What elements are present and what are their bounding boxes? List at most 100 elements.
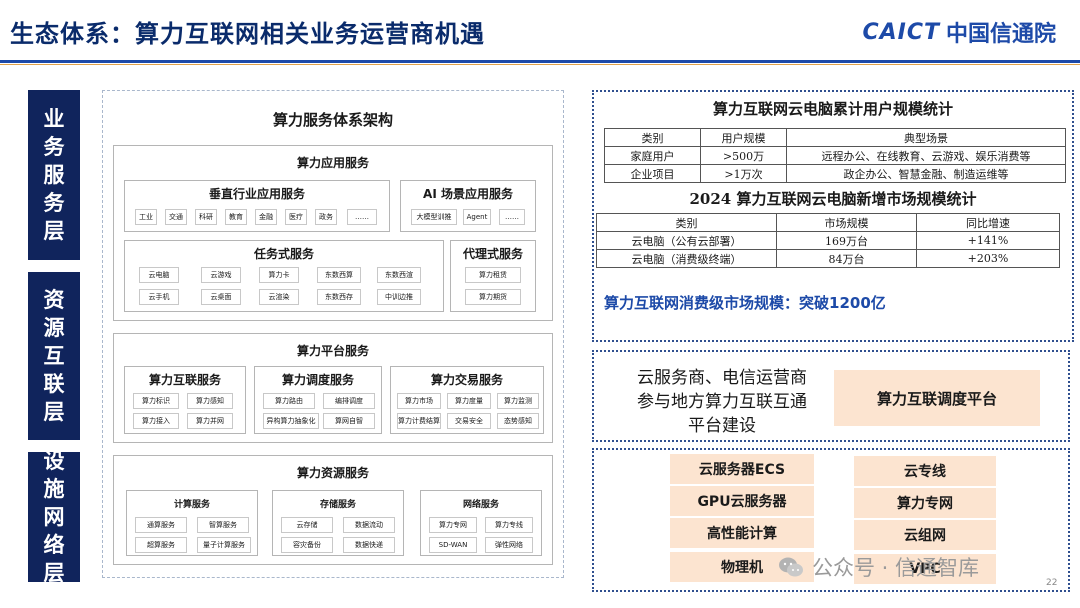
chip-trade: 交易安全 [447, 413, 491, 429]
schedule-service-box: 算力调度服务 算力路由 编排调度 异构算力抽象化 算网自智 [254, 366, 382, 434]
platform-panel [592, 350, 1070, 442]
logo-cn: 中国信通院 [945, 22, 1056, 47]
chip-task: 云桌面 [201, 289, 241, 305]
chip-vertical: 政务 [315, 209, 337, 225]
platform-services-title: 算力平台服务 [296, 344, 369, 358]
platform-text: 云服务商、电信运营商 参与地方算力互联互通 平台建设 [604, 366, 840, 438]
table-cell: +141% [916, 231, 1060, 250]
page-title: 生态体系：算力互联网相关业务运营商机遇 [10, 20, 485, 48]
header-divider [0, 60, 1080, 63]
chip-ai: 大模型训推 [411, 209, 457, 225]
table-cell: 企业项目 [604, 164, 701, 183]
trade-service-title: 算力交易服务 [430, 373, 503, 387]
table-header: 典型场景 [786, 128, 1066, 147]
table-header: 同比增速 [916, 213, 1060, 232]
architecture-title: 算力服务体系架构 [272, 111, 393, 129]
chip-vertical: 工业 [135, 209, 157, 225]
platform-text-line: 参与地方算力互联互通 [637, 392, 807, 412]
platform-text-line: 平台建设 [688, 416, 756, 436]
network-service-box: 网络服务 算力专网 算力专线 SD-WAN 弹性网络 [420, 490, 542, 556]
table-row: 云电脑（公有云部署） 169万台 +141% [596, 231, 1060, 250]
chip-network: 算力专网 [429, 517, 477, 533]
chip-task: 东数西存 [317, 289, 361, 305]
product-box: GPU云服务器 [670, 486, 814, 516]
table-header-row: 类别 市场规模 同比增速 [596, 213, 1060, 232]
chip-compute: 量子计算服务 [197, 537, 251, 553]
layer-business: 业务服务层 [28, 90, 80, 260]
chip-storage: 数据流动 [343, 517, 395, 533]
interconnect-service-title: 算力互联服务 [148, 373, 221, 387]
table-cell: 84万台 [776, 249, 917, 268]
app-services-box: 算力应用服务 垂直行业应用服务 工业 交通 科研 教育 金融 医疗 政务 …… … [113, 145, 553, 321]
resource-services-box: 算力资源服务 计算服务 通算服务 智算服务 超算服务 量子计算服务 存储服务 云… [113, 455, 553, 565]
chip-trade: 算力计费结算 [397, 413, 441, 429]
table-cell: 云电脑（消费级终端） [596, 249, 777, 268]
chip-interconnect: 算力并网 [187, 413, 233, 429]
chip-network: 弹性网络 [485, 537, 533, 553]
agent-service-box: 代理式服务 算力租赁 算力期货 [450, 240, 536, 312]
chip-task: 云渲染 [259, 289, 299, 305]
table-header: 类别 [604, 128, 701, 147]
chip-interconnect: 算力感知 [187, 393, 233, 409]
table-cell: 云电脑（公有云部署） [596, 231, 777, 250]
stats2-table: 类别 市场规模 同比增速 云电脑（公有云部署） 169万台 +141% 云电脑（… [596, 213, 1060, 268]
table-header: 用户规模 [700, 128, 787, 147]
chip-trade: 态势感知 [497, 413, 539, 429]
product-box: 算力专网 [854, 488, 996, 518]
chip-compute: 超算服务 [135, 537, 187, 553]
compute-service-title: 计算服务 [173, 500, 210, 510]
chip-storage: 数据快递 [343, 537, 395, 553]
chip-vertical: …… [347, 209, 377, 225]
interconnect-service-box: 算力互联服务 算力标识 算力感知 算力接入 算力并网 [124, 366, 246, 434]
chip-task: 东数西算 [317, 267, 361, 283]
table-header-row: 类别 用户规模 典型场景 [604, 128, 1066, 147]
resource-services-title: 算力资源服务 [296, 466, 369, 480]
watermark: 公众号 · 信通智库 [778, 552, 979, 582]
caict-logo: CAICT 中国信通院 [862, 16, 1056, 48]
chip-vertical: 教育 [225, 209, 247, 225]
page-number: 22 [1046, 578, 1058, 588]
trade-service-box: 算力交易服务 算力市场 算力度量 算力监测 算力计费结算 交易安全 态势感知 [390, 366, 544, 434]
table-cell: +203% [916, 249, 1060, 268]
compute-service-box: 计算服务 通算服务 智算服务 超算服务 量子计算服务 [126, 490, 258, 556]
stats1-title: 算力互联网云电脑累计用户规模统计 [712, 100, 953, 118]
task-service-title: 任务式服务 [253, 247, 314, 261]
chip-task: 算力卡 [259, 267, 299, 283]
layer-facility: 设施网络层 [28, 449, 80, 585]
table-row: 企业项目 >1万次 政企办公、智慧金融、制造运维等 [604, 164, 1066, 183]
chip-agent: 算力期货 [465, 289, 521, 305]
table-cell: 政企办公、智慧金融、制造运维等 [786, 164, 1066, 183]
chip-trade: 算力监测 [497, 393, 539, 409]
table-cell: >500万 [700, 146, 787, 165]
chip-ai: …… [499, 209, 525, 225]
chip-network: 算力专线 [485, 517, 533, 533]
schedule-service-title: 算力调度服务 [281, 373, 354, 387]
chip-vertical: 医疗 [285, 209, 307, 225]
market-highlight: 算力互联网消费级市场规模：突破1200亿 [604, 294, 886, 312]
chip-interconnect: 算力接入 [133, 413, 179, 429]
products-panel [592, 448, 1070, 592]
chip-trade: 算力度量 [447, 393, 491, 409]
chip-schedule: 异构算力抽象化 [263, 413, 319, 429]
vertical-industry-box: 垂直行业应用服务 工业 交通 科研 教育 金融 医疗 政务 …… [124, 180, 390, 232]
table-header: 市场规模 [776, 213, 917, 232]
product-box: 云组网 [854, 520, 996, 550]
product-box: VPC [854, 554, 996, 584]
agent-service-title: 代理式服务 [462, 247, 523, 261]
chip-storage: 容灾备份 [281, 537, 333, 553]
task-service-box: 任务式服务 云电脑 云游戏 算力卡 东数西算 东数西渲 云手机 云桌面 云渲染 … [124, 240, 444, 312]
layer-business-label: 业务服务层 [43, 107, 65, 243]
chip-compute: 通算服务 [135, 517, 187, 533]
chip-agent: 算力租赁 [465, 267, 521, 283]
ai-scene-box: AI 场景应用服务 大模型训推 Agent …… [400, 180, 536, 232]
chip-task: 云电脑 [139, 267, 179, 283]
platform-services-box: 算力平台服务 算力互联服务 算力标识 算力感知 算力接入 算力并网 算力调度服务… [113, 333, 553, 443]
network-service-title: 网络服务 [462, 500, 499, 510]
layer-resource: 资源互联层 [28, 272, 80, 440]
product-box: 云服务器ECS [670, 454, 814, 484]
table-row: 家庭用户 >500万 远程办公、在线教育、云游戏、娱乐消费等 [604, 146, 1066, 165]
chip-trade: 算力市场 [397, 393, 441, 409]
stats1-table: 类别 用户规模 典型场景 家庭用户 >500万 远程办公、在线教育、云游戏、娱乐… [604, 128, 1066, 183]
chip-vertical: 交通 [165, 209, 187, 225]
stats2-title: 2024 算力互联网云电脑新增市场规模统计 [689, 190, 977, 208]
